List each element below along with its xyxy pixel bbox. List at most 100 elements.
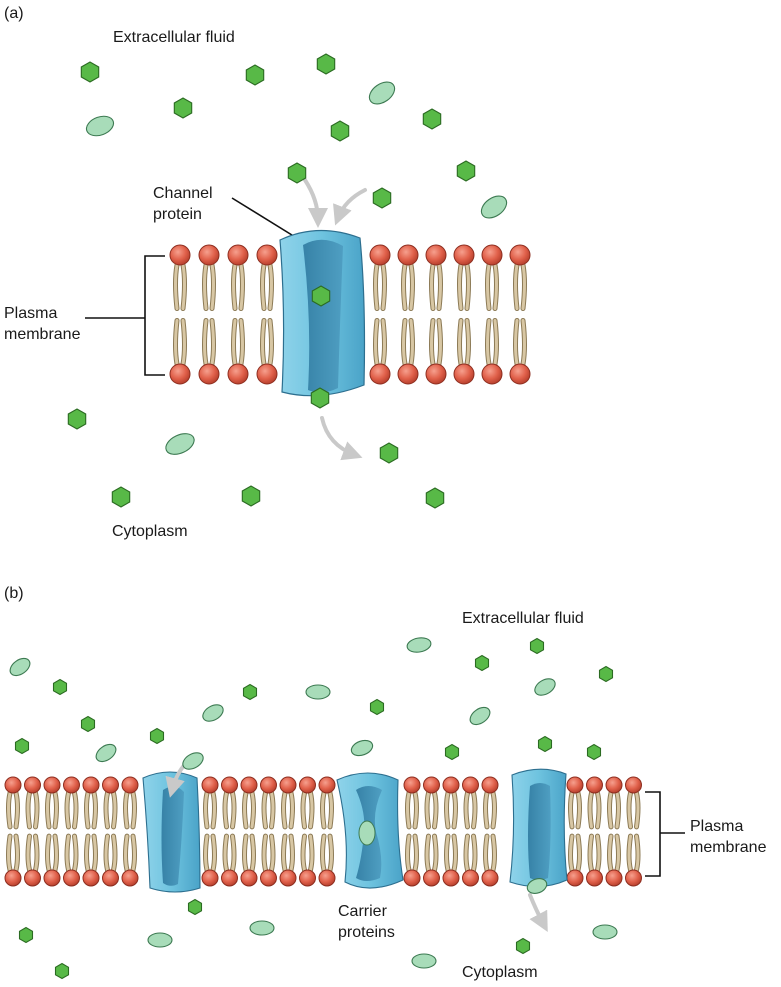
hexagon-solute <box>422 108 442 130</box>
oval-solute <box>406 637 432 653</box>
oval-solute <box>165 433 195 455</box>
phospholipid <box>318 776 336 887</box>
panel-a-letter: (a) <box>4 5 24 22</box>
phospholipid <box>63 776 80 887</box>
phospholipid <box>24 776 41 887</box>
hexagon-solute <box>241 485 261 507</box>
phospholipid <box>403 776 421 887</box>
hexagon-solute <box>369 698 385 716</box>
hexagon-solute <box>52 678 68 696</box>
oval-solute <box>350 739 374 757</box>
phospholipid <box>625 776 642 887</box>
phospholipid <box>299 776 316 887</box>
hexagon-solute <box>54 962 70 980</box>
hexagon-solute <box>287 162 307 184</box>
phospholipid <box>453 244 475 385</box>
hexagon-solute <box>18 926 34 944</box>
phospholipid <box>227 244 249 385</box>
hexagon-solute <box>242 683 258 701</box>
hexagon-solute <box>173 97 193 119</box>
carrier-protein-right <box>509 768 568 888</box>
oval-solute <box>95 743 117 763</box>
phospholipid <box>442 776 460 887</box>
panel-a-extracellular-label: Extracellular fluid <box>113 29 235 46</box>
hexagon-solute <box>310 387 330 409</box>
hexagon-solute <box>379 442 399 464</box>
hexagon-solute <box>586 743 602 761</box>
solute-molecules <box>9 53 618 980</box>
phospholipid <box>240 776 258 887</box>
channel-protein <box>279 229 366 397</box>
phospholipid <box>566 776 584 887</box>
oval-solute <box>526 878 548 894</box>
phospholipid <box>279 776 297 887</box>
carrier-protein-middle <box>336 772 404 889</box>
phospholipid <box>425 244 447 385</box>
panel-a-membrane-label-2: membrane <box>4 326 81 343</box>
phospholipid <box>4 776 22 887</box>
hexagon-solute <box>598 665 614 683</box>
phospholipid <box>423 776 440 887</box>
oval-solute <box>147 932 173 948</box>
panel-b-membrane-label-2: membrane <box>690 839 767 856</box>
oval-solute <box>9 657 31 677</box>
carrier-proteins-label-1: Carrier <box>338 903 387 920</box>
hexagon-solute <box>245 64 265 86</box>
hexagon-solute <box>187 898 203 916</box>
hexagon-solute <box>80 61 100 83</box>
panel-b-extracellular-label: Extracellular fluid <box>462 610 584 627</box>
phospholipid <box>256 244 278 385</box>
hexagon-solute <box>316 53 336 75</box>
panel-a-membrane-bracket <box>85 255 165 376</box>
oval-solute <box>534 678 556 696</box>
phospholipid <box>586 776 603 887</box>
oval-solute <box>368 81 396 105</box>
panel-b-cytoplasm-label: Cytoplasm <box>462 964 538 981</box>
hexagon-solute <box>67 408 87 430</box>
phospholipid <box>260 776 277 887</box>
hexagon-solute <box>111 486 131 508</box>
hexagon-solute <box>444 743 460 761</box>
oval-solute <box>305 684 331 700</box>
panel-a-arrows <box>303 178 367 461</box>
phospholipid <box>221 776 238 887</box>
oval-solute <box>411 953 437 969</box>
panel-a-lipid-bilayer <box>169 244 531 385</box>
oval-solute <box>202 704 224 722</box>
phospholipid <box>102 776 119 887</box>
phospholipid <box>43 776 61 887</box>
hexagon-solute <box>456 160 476 182</box>
hexagon-solute <box>14 737 30 755</box>
oval-solute <box>480 195 508 219</box>
hexagon-solute <box>149 727 165 745</box>
phospholipid <box>169 244 191 385</box>
channel-leader-line <box>231 197 301 241</box>
phospholipid <box>605 776 623 887</box>
phospholipid <box>369 244 391 385</box>
phospholipid <box>397 244 419 385</box>
hexagon-solute <box>529 637 545 655</box>
panel-b-membrane-bracket <box>645 791 685 877</box>
panel-b-membrane-label-1: Plasma <box>690 818 744 835</box>
oval-solute <box>85 115 115 137</box>
oval-solute <box>592 924 618 940</box>
phospholipid <box>462 776 479 887</box>
hexagon-solute <box>515 937 531 955</box>
hexagon-solute <box>372 187 392 209</box>
carrier-proteins-label-2: proteins <box>338 924 395 941</box>
phospholipid <box>121 776 139 887</box>
channel-protein-label-1: Channel <box>153 185 213 202</box>
phospholipid <box>481 776 499 887</box>
oval-solute <box>249 920 275 936</box>
panel-a-membrane-label-1: Plasma <box>4 305 58 322</box>
phospholipid <box>198 244 220 385</box>
hexagon-solute <box>425 487 445 509</box>
hexagon-solute <box>330 120 350 142</box>
phospholipid <box>201 776 219 887</box>
phospholipid <box>481 244 503 385</box>
hexagon-solute <box>311 285 331 307</box>
oval-solute <box>182 752 204 770</box>
panel-b-letter: (b) <box>4 585 24 602</box>
carrier-protein-left <box>142 771 201 893</box>
hexagon-solute <box>537 735 553 753</box>
